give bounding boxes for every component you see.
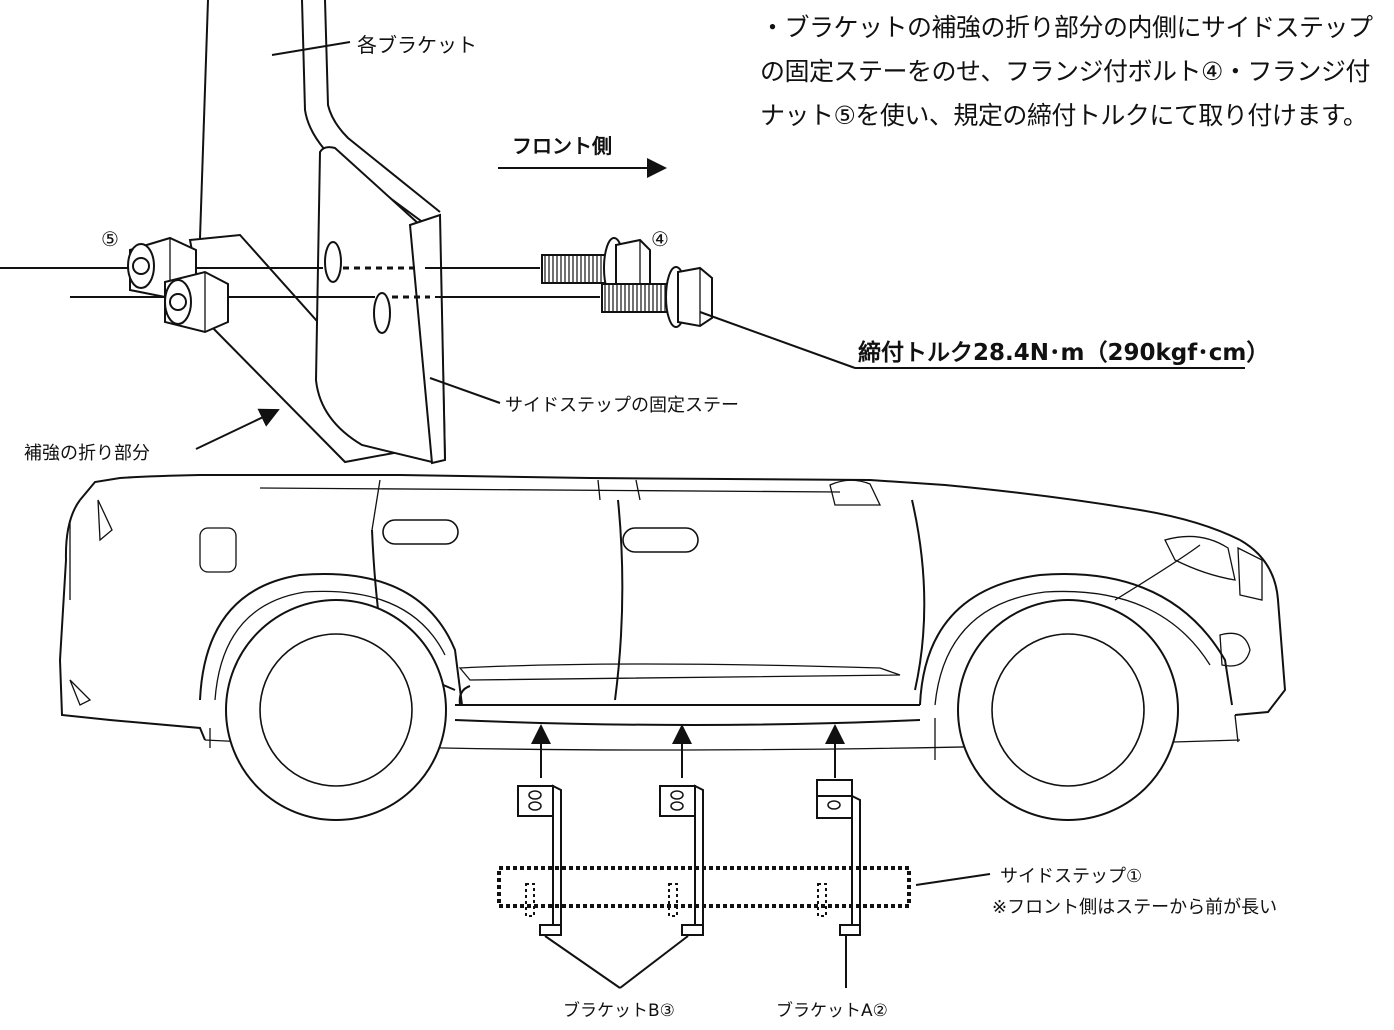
label-each-bracket: 各ブラケット (357, 33, 477, 57)
stay-slot-upper (324, 241, 342, 283)
front-door-handle (622, 527, 699, 553)
flange-bolt-lower (601, 266, 713, 328)
bracket-detail (0, 0, 1245, 465)
leader-torque (699, 311, 856, 369)
headlamp (1164, 535, 1236, 581)
b-pillar-top (597, 479, 601, 501)
bracket-b-rear (517, 784, 562, 936)
leader-bracket-b-front (619, 935, 689, 989)
side-step-stays (525, 883, 827, 917)
mirror (829, 479, 882, 506)
label-front-side: フロント側 (512, 134, 612, 158)
rear-fender-inner (214, 590, 446, 701)
rear-body-outline (58, 499, 206, 741)
tail-lamp (97, 499, 113, 542)
leader-stay (429, 377, 501, 404)
instruction-text: ・ブラケットの補強の折り部分の内側にサイドステップの固定ステーをのせ、フランジ付… (760, 13, 1373, 130)
bracket-a (816, 779, 861, 936)
front-bumper (1234, 539, 1287, 716)
label-side-step-note: ※フロント側はステーから前が長い (992, 897, 1277, 918)
label-bracket-b: ブラケットB③ (563, 1000, 675, 1021)
leader-each-bracket (271, 41, 351, 56)
label-bracket-a: ブラケットA② (776, 1000, 888, 1021)
belt-line (259, 487, 841, 493)
label-reinforcement-fold: 補強の折り部分 (24, 443, 150, 464)
bracket-edge-left (199, 0, 209, 239)
label-torque: 締付トルク28.4N･m（290kgf･cm） (858, 339, 1269, 366)
leader-bracket-b-rear (544, 935, 621, 989)
bracket-assembly (497, 724, 991, 989)
body-top-line (79, 474, 1241, 541)
front-fender-inner (934, 590, 1211, 706)
rear-pillar (371, 479, 381, 531)
grille (1237, 546, 1263, 601)
rear-fender-arch (199, 573, 463, 706)
side-step-outline (497, 866, 911, 908)
label-nut-number: ⑤ (101, 227, 119, 251)
door-gap (614, 499, 624, 701)
fog-lamp (1219, 632, 1251, 667)
front-door-edge (911, 499, 926, 691)
stay-slot-lower (373, 292, 391, 334)
arrow-reinforcement-fold (195, 408, 280, 450)
bracket-edge-inner (324, 0, 441, 213)
label-side-step: サイドステップ① (1000, 866, 1142, 887)
rocker-rear-end (458, 685, 471, 706)
reflector (69, 679, 92, 706)
hood-crease (1114, 544, 1201, 601)
side-molding (458, 663, 901, 681)
front-fender-arch (919, 573, 1233, 706)
vehicle-side-view (58, 474, 1287, 821)
rocker-panel-bottom (454, 719, 921, 726)
rear-wheel (225, 599, 447, 821)
label-side-step-stay: サイドステップの固定ステー (505, 395, 739, 416)
bracket-b-front (659, 784, 704, 936)
label-bolt-number: ④ (651, 227, 669, 251)
fuel-lid (199, 527, 237, 573)
front-wheel (957, 599, 1179, 821)
rear-door-handle (382, 519, 459, 545)
flange-nut-lower (164, 270, 229, 334)
stay-thickness (408, 213, 447, 465)
leader-side-step (915, 873, 991, 886)
b-pillar-top-2 (635, 479, 641, 501)
front-skid (1234, 714, 1239, 743)
